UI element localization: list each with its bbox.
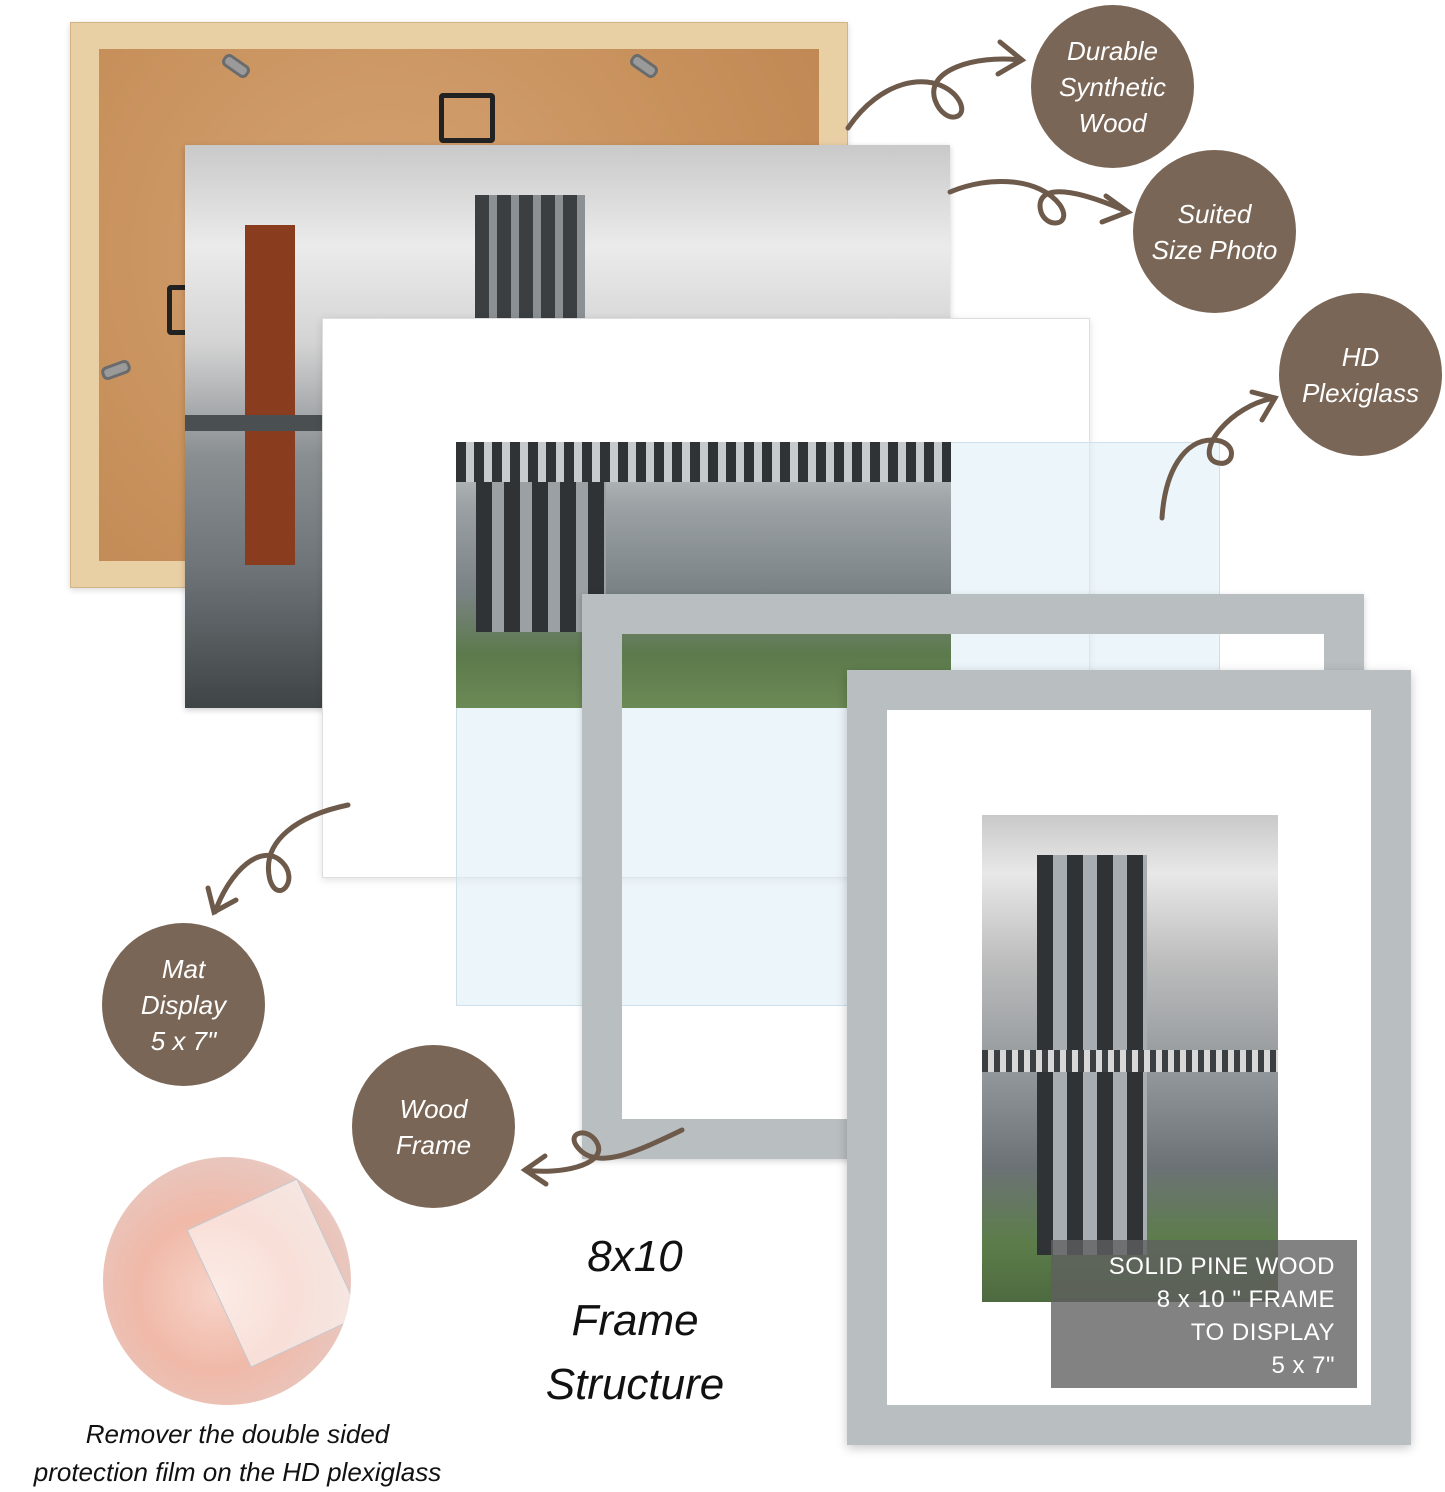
badge-text: Wood	[399, 1093, 468, 1124]
badge-text: Plexiglass	[1301, 377, 1420, 408]
note-line: Remover the double sided	[85, 1419, 390, 1449]
badge-photo: Suited Size Photo	[1133, 150, 1296, 313]
badge-plexiglass: HD Plexiglass	[1279, 293, 1442, 456]
badge-text: HD	[1341, 341, 1380, 372]
mat-window-photo	[456, 442, 951, 708]
protective-film	[186, 1178, 351, 1368]
badge-text: Frame	[395, 1129, 472, 1160]
badge-synthetic-wood: Durable Synthetic Wood	[1031, 5, 1194, 168]
badge-text: Wood	[1078, 107, 1147, 138]
hanger-icon	[439, 93, 495, 143]
caption-line: 8 x 10 " FRAME	[1156, 1286, 1335, 1313]
title-line: Frame	[571, 1296, 699, 1345]
peel-instruction: Remover the double sided protection film…	[0, 1415, 475, 1491]
peel-film-image	[103, 1157, 351, 1405]
badge-text: Size Photo	[1151, 234, 1278, 265]
badge-text: Synthetic	[1059, 71, 1166, 102]
badge-text: Durable	[1066, 35, 1159, 66]
caption-line: SOLID PINE WOOD	[1108, 1253, 1335, 1280]
badge-mat: Mat Display 5 x 7"	[102, 923, 265, 1086]
caption-line: 5 x 7"	[1271, 1352, 1335, 1379]
note-line: protection film on the HD plexiglass	[33, 1457, 442, 1487]
caption-line: TO DISPLAY	[1190, 1319, 1335, 1346]
front-frame-photo	[982, 815, 1278, 1302]
title-line: 8x10	[587, 1232, 683, 1281]
frame-spec-caption: SOLID PINE WOOD 8 x 10 " FRAME TO DISPLA…	[1051, 1240, 1357, 1388]
badge-text: Mat	[161, 953, 206, 984]
badge-text: Suited	[1177, 198, 1252, 229]
badge-text: Display	[140, 989, 227, 1020]
title-line: Structure	[545, 1360, 725, 1409]
badge-text: 5 x 7"	[150, 1025, 217, 1056]
badge-frame: Wood Frame	[352, 1045, 515, 1208]
structure-title: 8x10 Frame Structure	[500, 1225, 770, 1417]
